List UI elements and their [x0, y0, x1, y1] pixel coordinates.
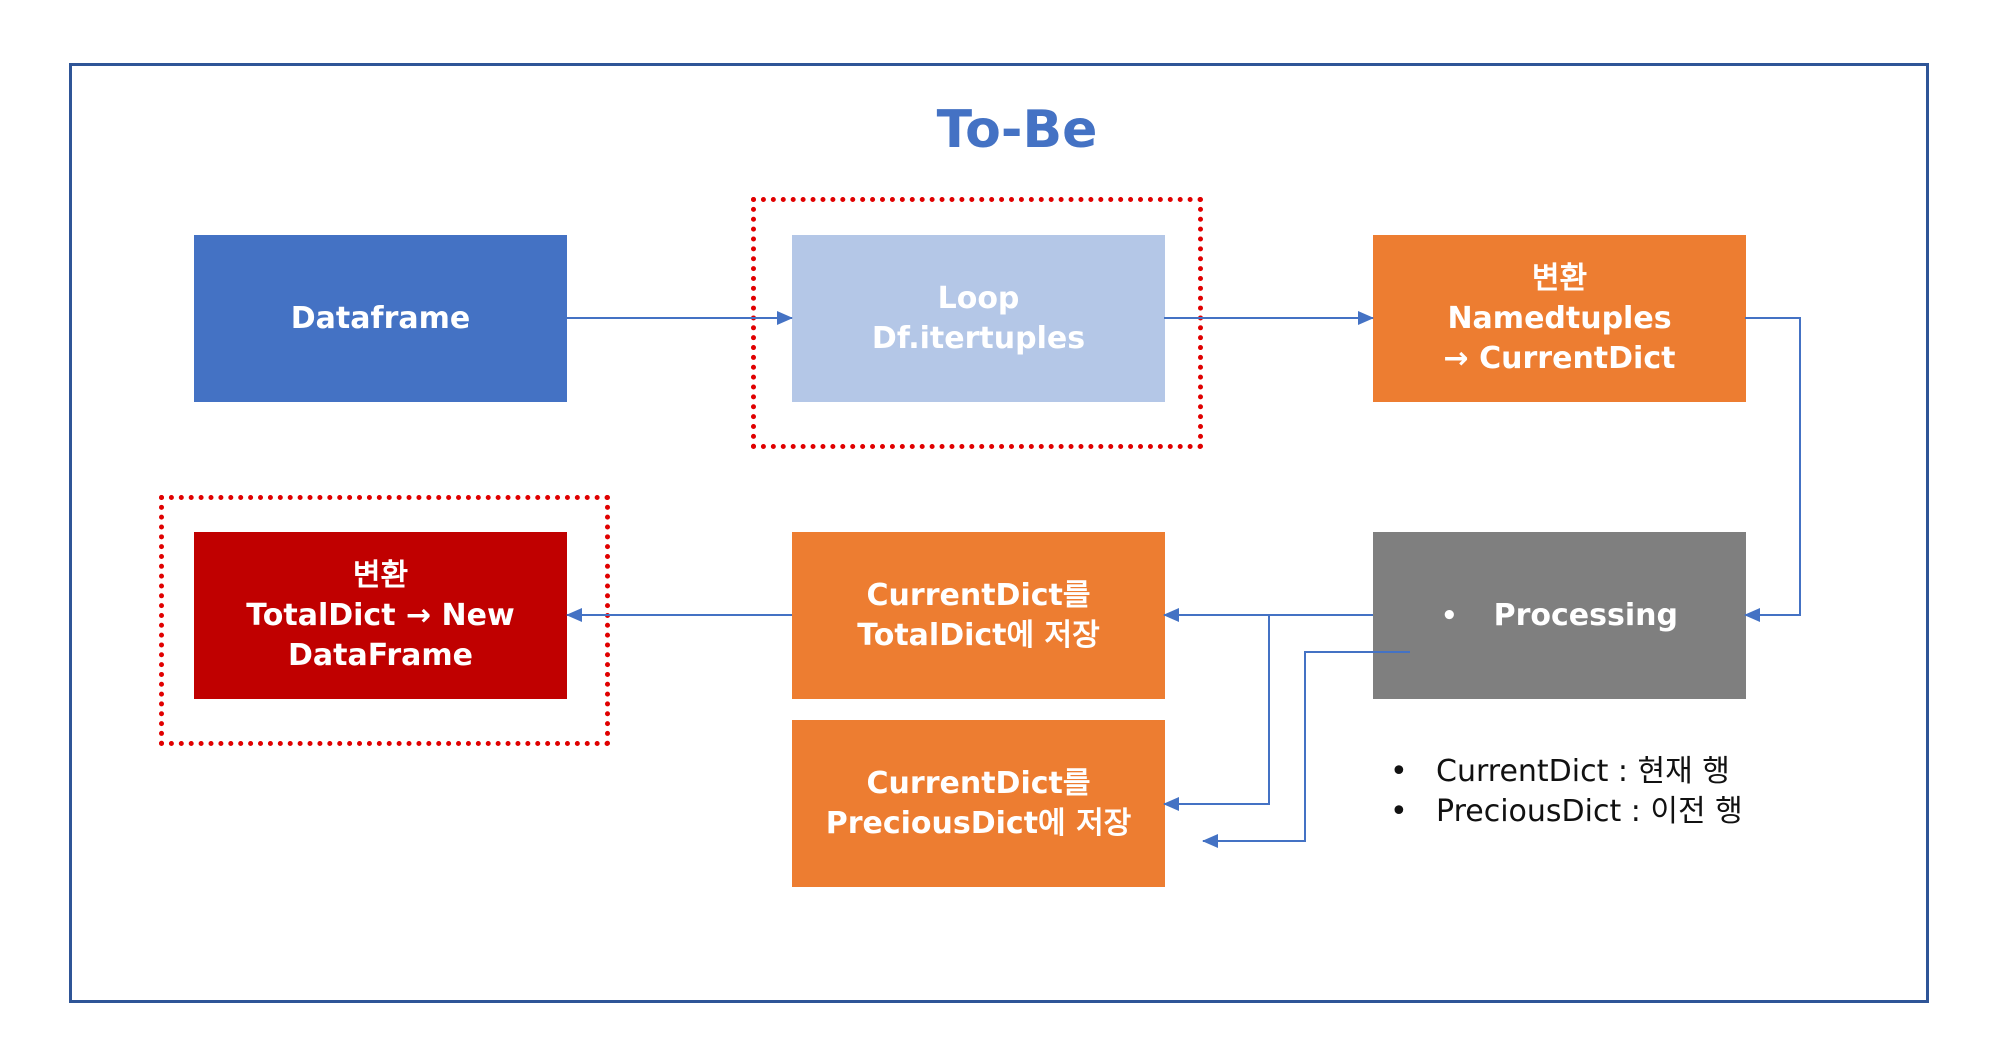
save-total-box: CurrentDict를 TotalDict에 저장: [792, 532, 1165, 699]
dataframe-box: Dataframe: [194, 235, 567, 402]
convert-total-line-3: DataFrame: [288, 637, 473, 673]
highlight-convert-total: [159, 495, 610, 746]
convert-total-heading: 변환: [352, 557, 409, 593]
processing-box: • Processing: [1373, 532, 1746, 699]
processing-label: Processing: [1493, 597, 1678, 633]
save-precious-line-2: PreciousDict에 저장: [825, 805, 1132, 841]
convert-total-box: 변환 TotalDict → New DataFrame: [194, 532, 567, 699]
legend-bullet: •: [1390, 794, 1408, 829]
loop-label: Loop: [937, 280, 1020, 316]
loop-box: Loop Df.itertuples: [792, 235, 1165, 402]
convert-total-line-2: TotalDict → New: [246, 597, 515, 633]
legend-text: PreciousDict : 이전 행: [1436, 794, 1743, 829]
save-total-line-1: CurrentDict를: [866, 577, 1091, 613]
save-precious-line-1: CurrentDict를: [866, 765, 1091, 801]
processing-bullet: •: [1441, 600, 1458, 631]
diagram-frame: [69, 63, 1929, 1003]
highlight-loop: [751, 197, 1203, 449]
convert-source-label: Namedtuples: [1447, 300, 1672, 336]
legend-item-current: • CurrentDict : 현재 행: [1390, 752, 1743, 792]
convert-namedtuples-box: 변환 Namedtuples → CurrentDict: [1373, 235, 1746, 402]
legend-item-precious: • PreciousDict : 이전 행: [1390, 792, 1743, 832]
save-total-line-2: TotalDict에 저장: [857, 617, 1100, 653]
legend-bullet: •: [1390, 754, 1408, 789]
loop-method-label: Df.itertuples: [871, 320, 1086, 356]
convert-target-label: → CurrentDict: [1443, 340, 1676, 376]
legend-text: CurrentDict : 현재 행: [1436, 754, 1730, 789]
dataframe-label: Dataframe: [290, 300, 471, 336]
save-precious-box: CurrentDict를 PreciousDict에 저장: [792, 720, 1165, 887]
legend: • CurrentDict : 현재 행 • PreciousDict : 이전…: [1390, 752, 1743, 832]
diagram-title: To-Be: [936, 100, 1098, 160]
convert-heading: 변환: [1531, 260, 1588, 296]
